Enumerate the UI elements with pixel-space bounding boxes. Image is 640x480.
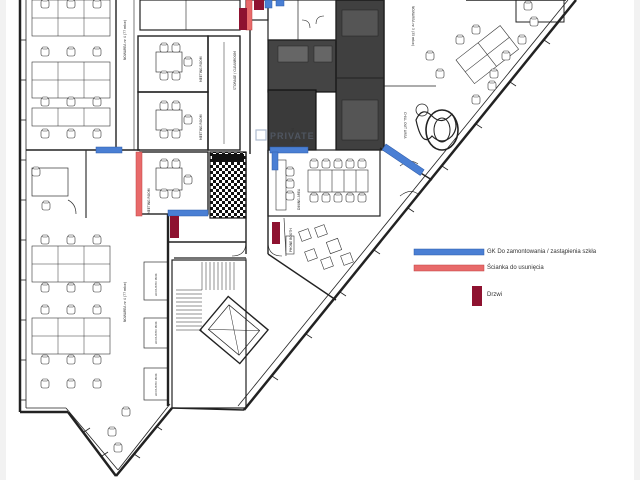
acoustic-boxes [143, 261, 169, 401]
stair-lift-core [171, 259, 270, 409]
legend-swatch-0 [413, 248, 485, 256]
label-open-space-left-2: NOWAREA nr 4 (77 mkw) [123, 282, 127, 322]
label-meeting-room-3: MEETING ROOM [147, 188, 151, 214]
waiting-area [285, 224, 354, 270]
dark-core [267, 0, 385, 151]
label-acoustic-box-1: ACOUSTIC BOX [154, 273, 158, 296]
legend-label-removed-wall: Ścianka do usunięcia [487, 265, 544, 271]
label-meeting-room-1: MEETING ROOM [199, 56, 203, 82]
label-meeting-room-2: MEETING ROOM [199, 114, 203, 140]
meeting-rooms [137, 35, 241, 151]
legend-label-gk: GK Do zamontowania / zastąpienia szkła [487, 249, 597, 255]
label-kitchen: KITCHEN [291, 128, 295, 142]
legend-swatch-1 [413, 264, 485, 272]
left-mid-room [31, 150, 87, 218]
dining-area [267, 149, 381, 217]
label-open-space-top-right: NOWAREA nr 3 (35 mkw) [411, 6, 415, 46]
label-open-space-left: NOWAREA nr 4 (77 mkw) [123, 20, 127, 60]
gk-partitions [95, 0, 425, 217]
label-phone-box: PHONE BOOTH [289, 228, 293, 252]
checker-wc-block [209, 151, 247, 219]
label-acoustic-box-2: ACOUSTIC BOX [154, 321, 158, 344]
legend-swatch-2 [472, 286, 482, 306]
lounge-area [383, 0, 459, 197]
label-acoustic-box-3: ACOUSTIC BOX [154, 373, 158, 396]
floor-plan-drawing: NOWAREA nr 4 (77 mkw) NOWAREA nr 4 (77 m… [18, 0, 577, 477]
open-space-top-right [425, 0, 566, 105]
legend-label-doors: Drzwi [487, 292, 502, 298]
doors [170, 0, 280, 244]
diagonal-window-ticks [83, 39, 551, 459]
left-window-ticks [20, 39, 26, 401]
open-space-bottom-left [31, 234, 131, 453]
label-storage: STORAGE / CLEANROOM [233, 51, 237, 90]
legend-swatches [413, 248, 485, 306]
floor-plan-sheet: NOWAREA nr 4 (77 mkw) NOWAREA nr 4 (77 m… [6, 0, 634, 480]
watermark-text: PRIVATE [270, 131, 315, 141]
label-lounge: CHILL OUT AREA [403, 112, 407, 139]
label-dining: DINING AREA [297, 188, 301, 210]
watermark: PRIVATE [255, 129, 315, 141]
open-space-top-left [31, 0, 111, 139]
